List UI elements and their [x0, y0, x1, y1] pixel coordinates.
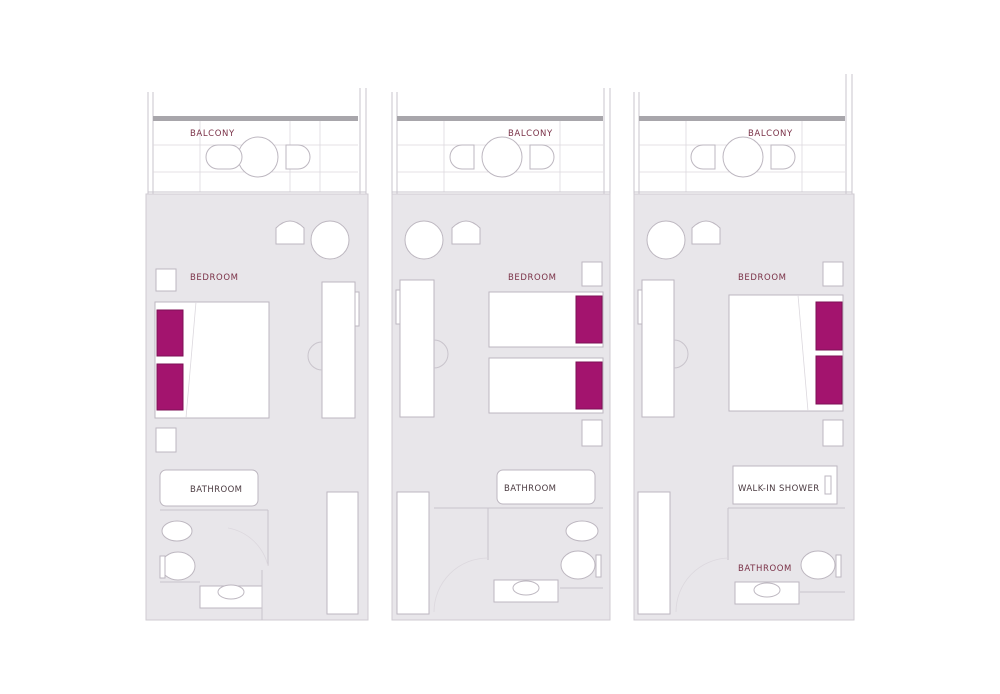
twin-bed	[488, 357, 604, 414]
bathroom-label: BATHROOM	[738, 564, 792, 574]
balcony-table	[481, 136, 523, 178]
balcony-chair	[770, 144, 796, 170]
king-bed	[728, 294, 844, 412]
armchair	[451, 220, 481, 245]
nightstand	[155, 268, 177, 292]
door-swing	[227, 527, 269, 567]
side-table	[310, 220, 350, 260]
twin-bed	[488, 291, 604, 348]
wardrobe	[396, 491, 430, 615]
balcony-table	[237, 136, 279, 178]
pillow	[156, 363, 184, 411]
toilet	[560, 550, 596, 580]
toilet	[800, 550, 836, 580]
pillow	[575, 361, 603, 410]
bathroom-label: BATHROOM	[504, 484, 556, 494]
balcony-chair	[529, 144, 555, 170]
toilet	[160, 551, 196, 581]
desk	[399, 279, 435, 418]
armchair	[691, 220, 721, 245]
bedroom-label: BEDROOM	[738, 273, 787, 283]
side-table	[404, 220, 444, 260]
balcony-label: BALCONY	[748, 129, 793, 139]
pillow	[815, 355, 843, 405]
nightstand	[581, 261, 603, 287]
desk	[641, 279, 675, 418]
balcony-label: BALCONY	[190, 129, 235, 139]
balcony-table	[722, 136, 764, 178]
balcony-chair	[285, 144, 311, 170]
floor-plan-twin: BALCONY BEDROOM BATHROOM	[391, 88, 611, 621]
bedroom-label: BEDROOM	[190, 273, 239, 283]
balcony-chair	[690, 144, 716, 170]
walk-in-shower-label: WALK-IN SHOWER	[738, 484, 820, 494]
wardrobe	[637, 491, 671, 615]
desk	[321, 281, 356, 419]
sink	[565, 520, 599, 542]
balcony-area	[147, 88, 367, 196]
balcony-area	[633, 74, 853, 196]
side-table	[646, 220, 686, 260]
nightstand	[822, 261, 844, 287]
balcony-chair	[205, 144, 243, 170]
pillow	[575, 295, 603, 344]
balcony-label: BALCONY	[508, 129, 553, 139]
door-swing	[433, 557, 489, 613]
nightstand	[155, 427, 177, 453]
walk-in-shower	[732, 465, 838, 505]
nightstand	[822, 419, 844, 447]
balcony-area	[391, 88, 611, 196]
nightstand	[581, 419, 603, 447]
pillow	[156, 309, 184, 357]
bathtub	[496, 469, 596, 505]
king-bed	[154, 301, 270, 419]
pillow	[815, 301, 843, 351]
bathroom-label: BATHROOM	[190, 485, 242, 495]
bedroom-label: BEDROOM	[508, 273, 557, 283]
sink	[161, 520, 193, 542]
floor-plan-king: BALCONY BEDROOM BATHROOM	[145, 88, 369, 621]
balcony-chair	[449, 144, 475, 170]
armchair	[275, 220, 305, 245]
door-swing	[675, 557, 729, 613]
bathtub	[159, 469, 259, 507]
wardrobe	[326, 491, 359, 615]
floor-plan-king-walkin: BALCONY BEDROOM WALK-IN SHOWER BATHROOM	[633, 74, 855, 621]
